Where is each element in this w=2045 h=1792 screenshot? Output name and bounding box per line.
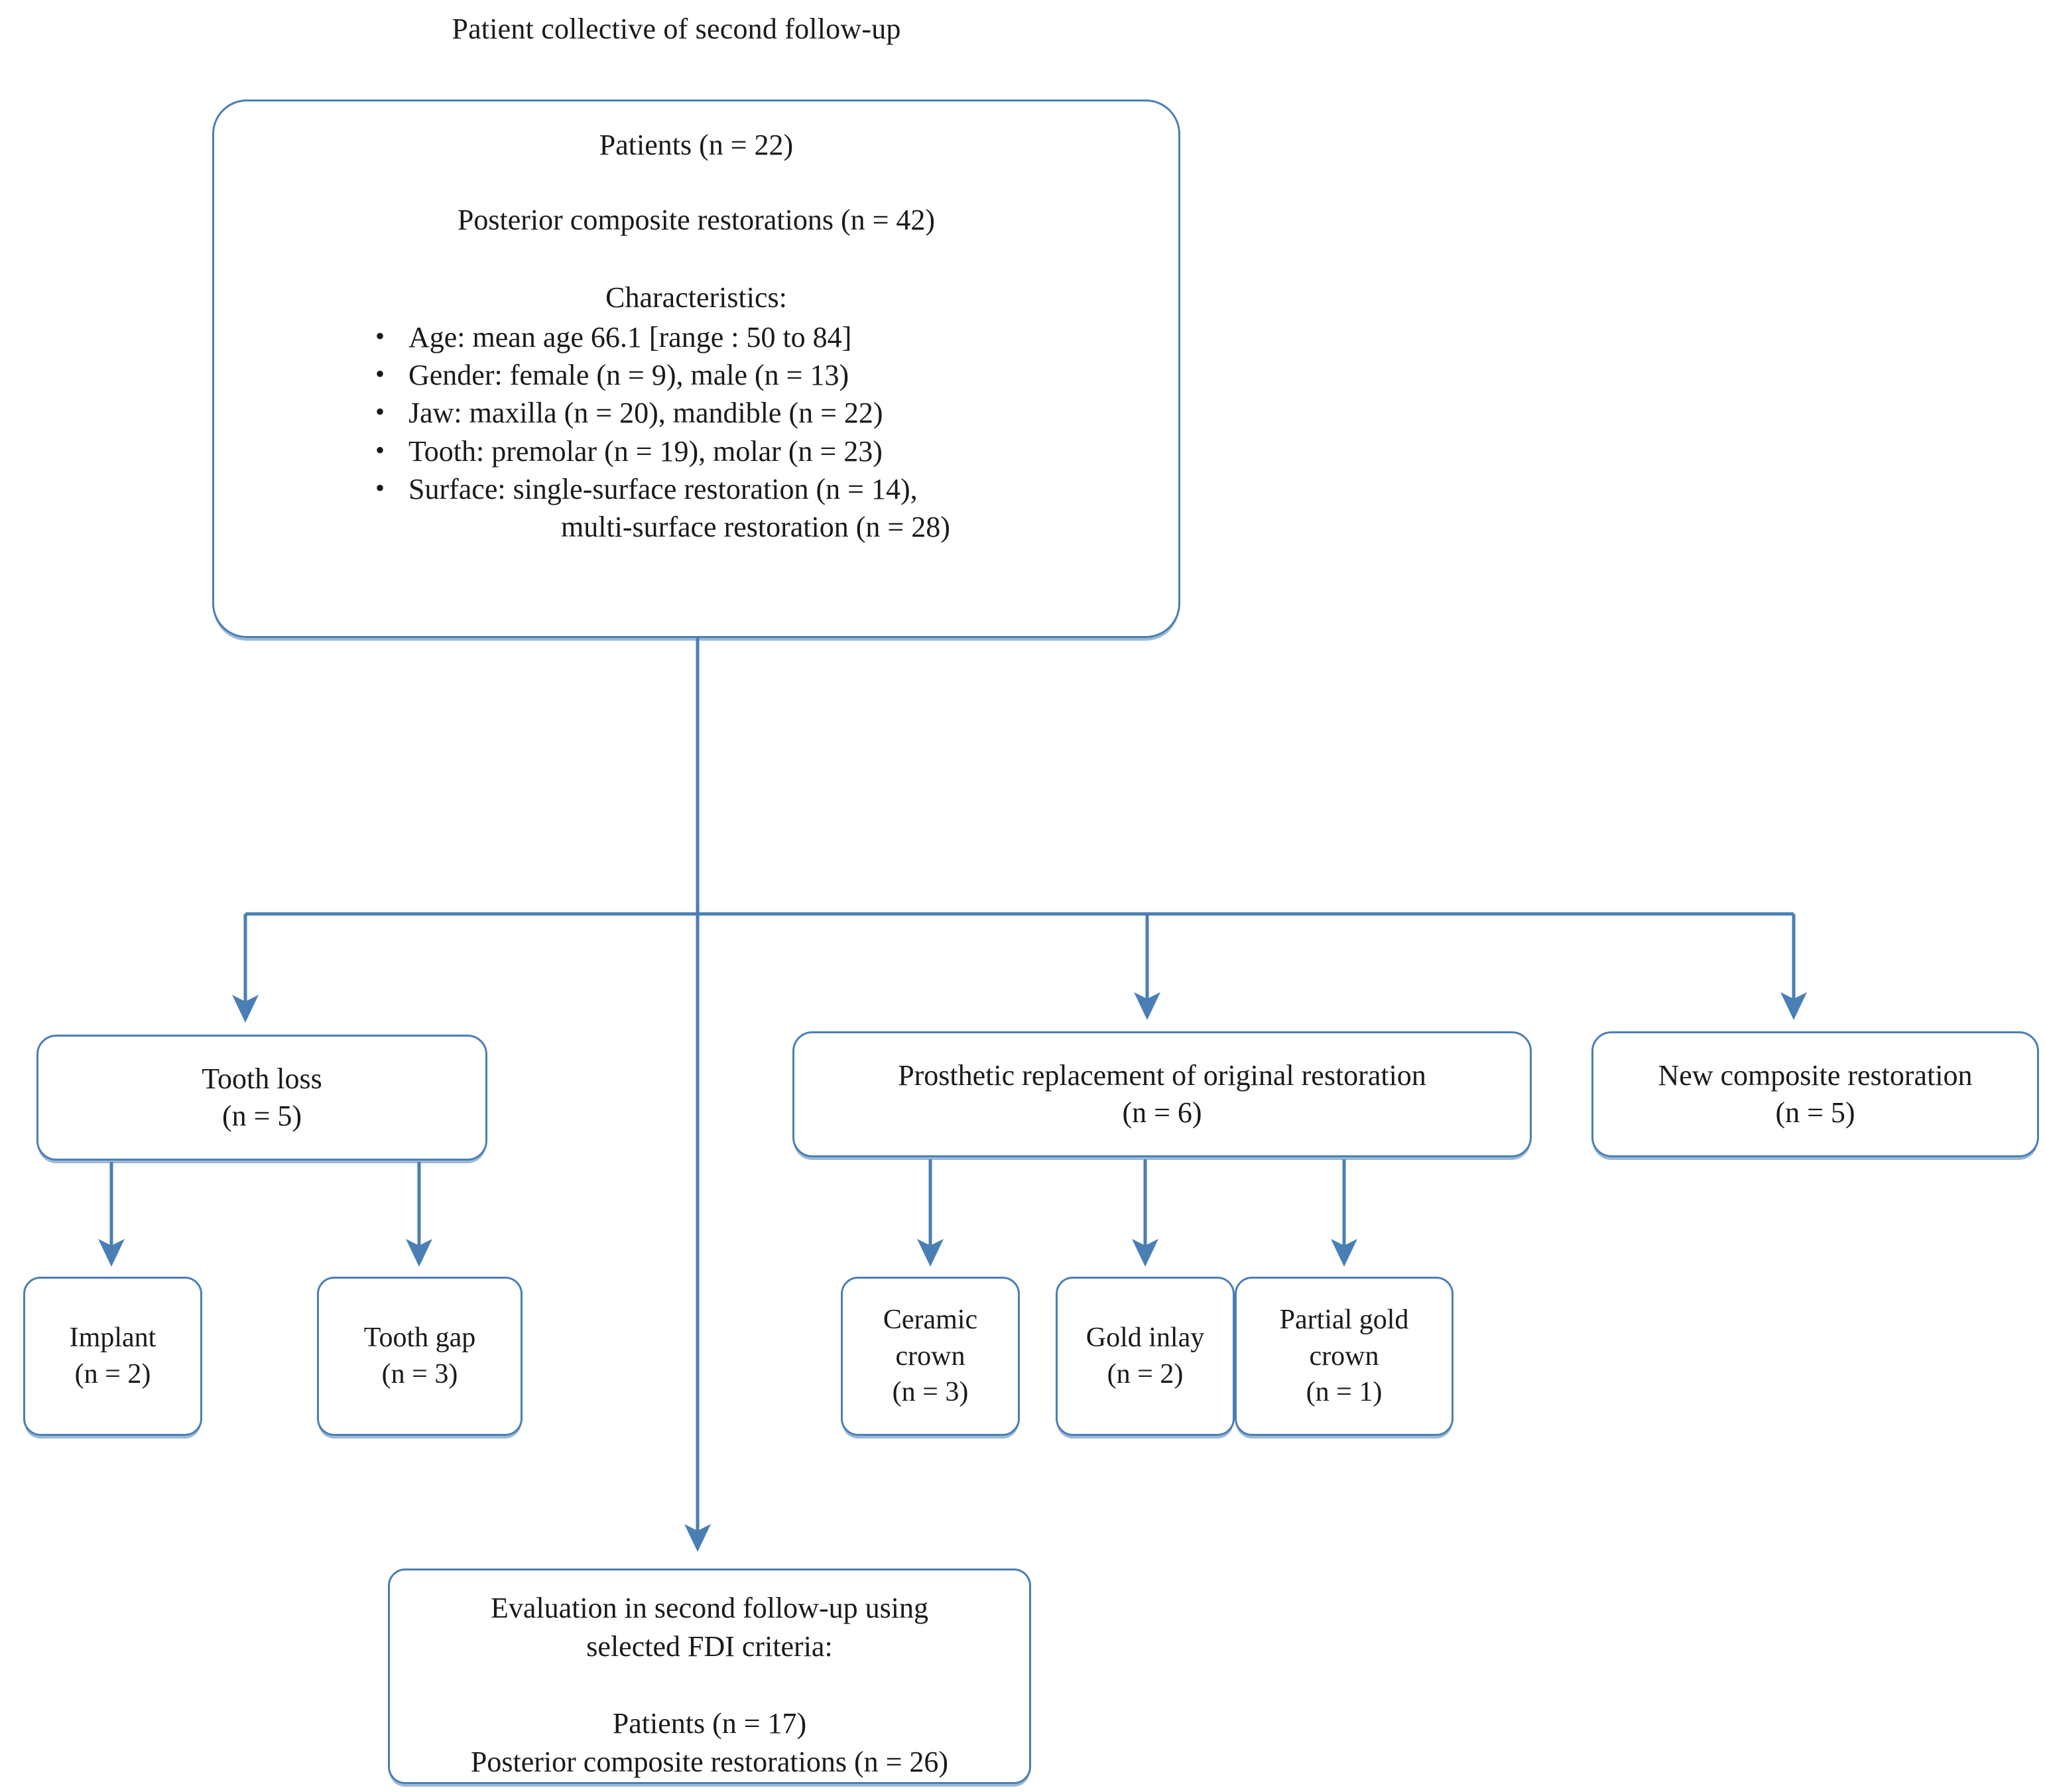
node-count: (n = 5) xyxy=(221,1100,302,1132)
evaluation-patients: Patients (n = 17) xyxy=(612,1707,807,1740)
node-count: (n = 2) xyxy=(1107,1359,1184,1389)
node-count: (n = 1) xyxy=(1306,1377,1383,1408)
page-title: Patient collective of second follow-up xyxy=(452,13,901,45)
list-item: • Jaw: maxilla (n = 20), mandible (n = 2… xyxy=(365,394,1028,432)
list-item-text: Gender: female (n = 9), male (n = 13) xyxy=(408,359,849,392)
node-count: (n = 2) xyxy=(74,1359,151,1389)
node-label: Partial gold xyxy=(1279,1305,1409,1336)
list-item-continuation: multi-surface restoration (n = 28) xyxy=(561,510,950,543)
node-label: Tooth gap xyxy=(363,1322,476,1354)
main-characteristics-label: Characteristics: xyxy=(605,281,787,314)
node-partial-gold-crown[interactable]: Partial gold crown (n = 1) xyxy=(1235,1277,1454,1436)
node-count: (n = 3) xyxy=(381,1359,458,1389)
main-patients-line: Patients (n = 22) xyxy=(599,129,794,161)
node-tooth-gap[interactable]: Tooth gap (n = 3) xyxy=(317,1277,523,1436)
bullet-icon: • xyxy=(375,397,385,427)
node-label: Prosthetic replacement of original resto… xyxy=(898,1058,1426,1092)
node-ceramic-crown[interactable]: Ceramic crown (n = 3) xyxy=(841,1277,1020,1436)
node-count: (n = 6) xyxy=(1122,1096,1202,1129)
node-label-2: crown xyxy=(895,1340,965,1372)
node-label: Ceramic xyxy=(883,1305,978,1336)
list-item: • Gender: female (n = 9), male (n = 13) xyxy=(365,356,1028,394)
node-label: New composite restoration xyxy=(1658,1058,1973,1092)
list-item-text: Tooth: premolar (n = 19), molar (n = 23) xyxy=(408,434,883,468)
node-label: Tooth loss xyxy=(202,1062,322,1095)
list-item: • Surface: single-surface restoration (n… xyxy=(365,470,1028,546)
characteristics-list: • Age: mean age 66.1 [range : 50 to 84] … xyxy=(214,318,1178,546)
node-prosthetic-replacement[interactable]: Prosthetic replacement of original resto… xyxy=(792,1031,1532,1157)
bullet-icon: • xyxy=(375,434,385,465)
node-evaluation-second-followup[interactable]: Evaluation in second follow-up using sel… xyxy=(388,1568,1031,1784)
node-count: (n = 5) xyxy=(1775,1096,1855,1129)
list-item-text: Age: mean age 66.1 [range : 50 to 84] xyxy=(408,321,852,353)
evaluation-restorations: Posterior composite restorations (n = 26… xyxy=(470,1746,949,1779)
node-label-2: crown xyxy=(1309,1340,1379,1372)
list-item: • Tooth: premolar (n = 19), molar (n = 2… xyxy=(365,432,1028,470)
main-restorations-line: Posterior composite restorations (n = 42… xyxy=(457,204,936,236)
node-patient-collective[interactable]: Patients (n = 22) Posterior composite re… xyxy=(212,99,1180,638)
bullet-icon: • xyxy=(375,359,385,389)
node-count: (n = 3) xyxy=(892,1377,969,1408)
evaluation-line-2: selected FDI criteria: xyxy=(586,1630,833,1663)
list-item-text: Surface: single-surface restoration (n =… xyxy=(408,472,918,505)
node-label: Gold inlay xyxy=(1085,1322,1205,1354)
node-gold-inlay[interactable]: Gold inlay (n = 2) xyxy=(1056,1277,1235,1436)
node-tooth-loss[interactable]: Tooth loss (n = 5) xyxy=(36,1035,487,1161)
evaluation-line-1: Evaluation in second follow-up using xyxy=(491,1592,928,1624)
list-item-text: Jaw: maxilla (n = 20), mandible (n = 22) xyxy=(408,397,883,430)
list-item: • Age: mean age 66.1 [range : 50 to 84] xyxy=(365,318,1028,356)
node-new-composite-restoration[interactable]: New composite restoration (n = 5) xyxy=(1591,1031,2039,1157)
node-label: Implant xyxy=(69,1322,156,1354)
bullet-icon: • xyxy=(375,472,385,503)
bullet-icon: • xyxy=(375,321,385,351)
node-implant[interactable]: Implant (n = 2) xyxy=(23,1277,202,1436)
